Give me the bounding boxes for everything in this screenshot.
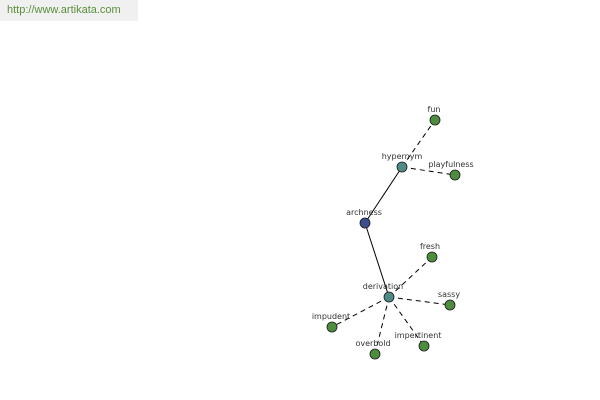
edge-derivation-fresh	[388, 256, 433, 298]
node-impertinent[interactable]	[418, 340, 430, 352]
node-label-overbold[interactable]: overbold	[355, 339, 390, 348]
node-sassy[interactable]	[444, 299, 456, 311]
node-playfulness[interactable]	[449, 169, 461, 181]
node-label-impertinent[interactable]: impertinent	[395, 331, 442, 340]
node-label-playfulness[interactable]: playfulness	[428, 160, 473, 169]
node-archness[interactable]	[359, 217, 371, 229]
node-label-fresh[interactable]: fresh	[420, 242, 440, 251]
node-overbold[interactable]	[369, 348, 381, 360]
node-label-archness[interactable]: archness	[346, 208, 382, 217]
node-fresh[interactable]	[426, 251, 438, 263]
edge-derivation-overbold	[374, 296, 390, 355]
node-label-fun[interactable]: fun	[428, 105, 441, 114]
node-label-impudent[interactable]: impudent	[312, 312, 350, 321]
node-label-hypernym[interactable]: hypernym	[382, 152, 423, 161]
site-url-banner[interactable]: http://www.artikata.com	[0, 0, 138, 21]
node-derivation[interactable]	[383, 291, 395, 303]
edge-archness-hypernym	[364, 166, 403, 224]
node-label-sassy[interactable]: sassy	[438, 290, 460, 299]
edge-hypernym-fun	[401, 119, 436, 168]
node-label-derivation[interactable]: derivation	[363, 282, 403, 291]
nodes-layer	[326, 114, 461, 360]
edges-layer	[331, 119, 456, 355]
edge-archness-derivation	[364, 222, 390, 298]
edge-derivation-impudent	[331, 296, 390, 328]
node-hypernym[interactable]	[396, 161, 408, 173]
edge-derivation-sassy	[388, 296, 451, 306]
edge-derivation-impertinent	[388, 296, 425, 347]
labels-layer: archness hypernym derivation fun playfulness…	[312, 105, 474, 348]
node-impudent[interactable]	[326, 321, 338, 333]
node-fun[interactable]	[429, 114, 441, 126]
